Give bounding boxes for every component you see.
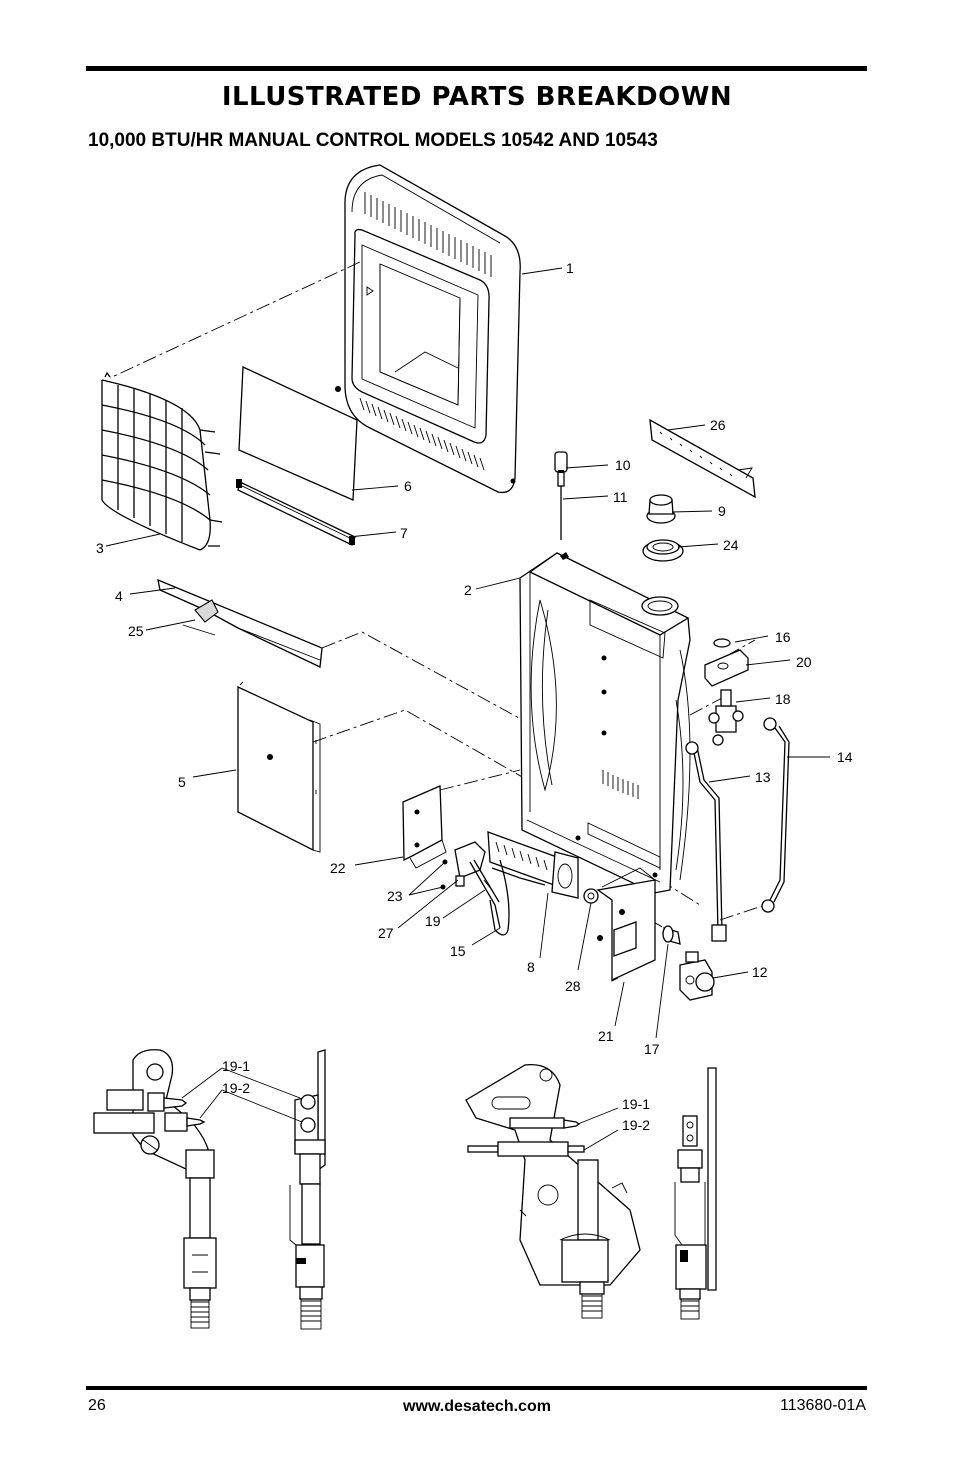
part-knob bbox=[646, 494, 676, 524]
part-nut bbox=[583, 888, 599, 904]
part-burner-bracket bbox=[402, 785, 447, 869]
part-gas-valve bbox=[679, 951, 715, 1001]
callout-7: 7 bbox=[400, 525, 408, 541]
callout-19: 19 bbox=[425, 913, 441, 929]
detail-callout-right-19-1: 19-1 bbox=[622, 1096, 650, 1112]
callout-14: 14 bbox=[837, 749, 853, 765]
callout-22: 22 bbox=[330, 860, 346, 876]
callout-13: 13 bbox=[755, 769, 771, 785]
detail-callout-left-19-1: 19-1 bbox=[222, 1058, 250, 1074]
part-burner bbox=[487, 831, 579, 899]
callout-15: 15 bbox=[450, 943, 466, 959]
callout-25: 25 bbox=[128, 623, 144, 639]
part-front-casing bbox=[335, 164, 521, 494]
callout-17: 17 bbox=[644, 1041, 660, 1057]
header-rule bbox=[86, 66, 867, 71]
callout-12: 12 bbox=[752, 964, 768, 980]
part-wire-guard bbox=[101, 371, 223, 551]
part-cabinet bbox=[519, 552, 691, 894]
callout-26: 26 bbox=[710, 417, 726, 433]
part-igniter bbox=[554, 451, 568, 540]
part-regulator-group bbox=[704, 638, 749, 746]
callout-10: 10 bbox=[615, 457, 631, 473]
callout-4: 4 bbox=[115, 588, 123, 604]
detail-right-front bbox=[465, 1064, 641, 1319]
callout-28: 28 bbox=[565, 978, 581, 994]
callout-6: 6 bbox=[404, 478, 412, 494]
leader-lines bbox=[105, 267, 830, 1039]
section-title: 10,000 BTU/HR MANUAL CONTROL MODELS 1054… bbox=[88, 130, 658, 151]
page-number: 26 bbox=[88, 1397, 106, 1414]
callout-16: 16 bbox=[775, 629, 791, 645]
part-control-bracket bbox=[596, 867, 656, 982]
footer-rule bbox=[86, 1386, 867, 1390]
website-link[interactable]: www.desatech.com bbox=[403, 1398, 551, 1415]
callout-21: 21 bbox=[598, 1028, 614, 1044]
detail-right-side bbox=[674, 1067, 717, 1320]
callout-labels: 1 2 3 4 5 6 7 8 9 10 11 12 13 14 15 16 1… bbox=[96, 260, 853, 1057]
part-fitting bbox=[662, 925, 681, 945]
callout-1: 1 bbox=[566, 260, 574, 276]
detail-callout-right-19-2: 19-2 bbox=[622, 1117, 650, 1133]
callout-5: 5 bbox=[178, 774, 186, 790]
part-panel-retainer bbox=[236, 479, 356, 546]
callout-11: 11 bbox=[613, 489, 628, 505]
part-bezel bbox=[642, 539, 684, 562]
part-glass-panel bbox=[238, 366, 358, 501]
detail-callout-left-19-2: 19-2 bbox=[222, 1080, 250, 1096]
part-tubing bbox=[685, 717, 790, 942]
part-heat-deflector bbox=[157, 578, 323, 668]
detail-left-front bbox=[93, 1049, 217, 1329]
doc-number: 113680-01A bbox=[780, 1397, 866, 1414]
callout-2: 2 bbox=[464, 582, 472, 598]
callout-9: 9 bbox=[718, 503, 726, 519]
callout-24: 24 bbox=[723, 537, 739, 553]
detail-left-leaders bbox=[181, 1067, 303, 1123]
callout-3: 3 bbox=[96, 540, 104, 556]
callout-27: 27 bbox=[378, 925, 394, 941]
part-strip bbox=[649, 418, 756, 499]
callout-23: 23 bbox=[387, 888, 403, 904]
callout-18: 18 bbox=[775, 691, 791, 707]
callout-20: 20 bbox=[796, 654, 812, 670]
page-title: ILLUSTRATED PARTS BREAKDOWN bbox=[221, 82, 733, 112]
detail-left-side bbox=[289, 1049, 326, 1330]
part-back-panel bbox=[237, 681, 321, 853]
callout-8: 8 bbox=[527, 959, 535, 975]
detail-right-leaders bbox=[577, 1107, 619, 1151]
